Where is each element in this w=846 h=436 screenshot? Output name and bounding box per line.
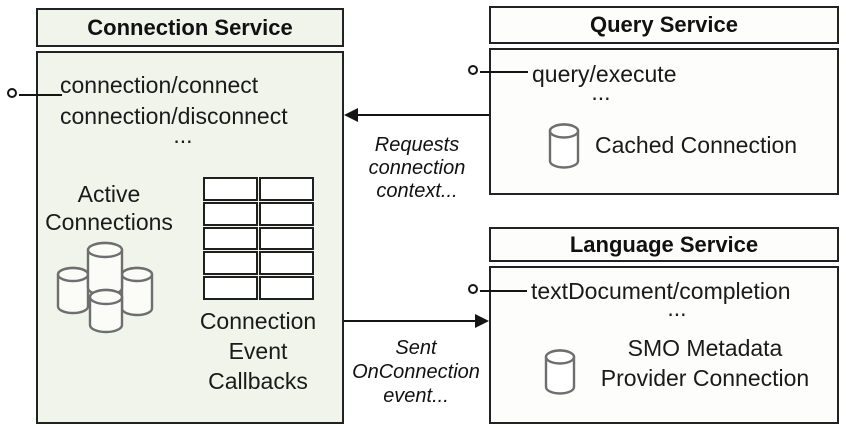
- table-grid-icon: [203, 177, 314, 300]
- connection-service-ellipsis: ...: [173, 122, 193, 148]
- table-grid-cell: [259, 276, 314, 300]
- lollipop-interface-icon: [7, 88, 17, 98]
- method-connection-disconnect: connection/disconnect: [60, 103, 288, 129]
- callbacks-label-line: Event: [228, 338, 288, 364]
- connection-service-title: Connection Service: [87, 14, 293, 40]
- requests-arrowhead-icon: [344, 108, 358, 122]
- query-service-body: [489, 48, 839, 195]
- sent-label-line: Sent: [395, 337, 437, 359]
- requests-label-line: context...: [376, 180, 458, 202]
- lollipop-interface-icon: [468, 284, 478, 294]
- active-connections-line: Active: [77, 181, 141, 207]
- table-grid-cell: [203, 177, 258, 201]
- active-connections-line: Connections: [45, 209, 173, 235]
- connection-interface-line: [19, 94, 62, 96]
- requests-arrow-line: [356, 114, 489, 116]
- method-query-execute: query/execute: [532, 61, 677, 87]
- callbacks-label-line: Callbacks: [208, 368, 308, 394]
- requests-label-line: connection: [368, 157, 466, 179]
- connection-service-header: Connection Service: [36, 8, 344, 47]
- sent-label-line: event...: [383, 385, 449, 407]
- cached-connection-label: Cached Connection: [595, 132, 798, 158]
- requests-label-line: Requests: [374, 134, 460, 156]
- language-service-title: Language Service: [569, 231, 759, 257]
- language-service-body: [489, 266, 839, 424]
- method-textdocument-completion: textDocument/completion: [531, 278, 791, 304]
- method-connection-connect: connection/connect: [60, 72, 259, 98]
- database-cylinder-icon: [548, 123, 580, 169]
- sent-arrow-label: Sent OnConnection event...: [352, 336, 480, 408]
- table-grid-cell: [203, 276, 258, 300]
- requests-arrow-label: Requests connection context...: [352, 134, 482, 203]
- language-interface-line: [480, 290, 527, 292]
- query-service-title: Query Service: [590, 12, 738, 37]
- active-connections-label: Active Connections: [28, 180, 190, 236]
- table-grid-cell: [259, 226, 314, 251]
- smo-label-line: Provider Connection: [600, 365, 810, 391]
- smo-label-line: SMO Metadata: [627, 335, 783, 361]
- table-grid-cell: [259, 177, 314, 201]
- lollipop-interface-icon: [468, 65, 478, 75]
- query-interface-line: [480, 71, 528, 73]
- sent-arrow-line: [344, 320, 475, 322]
- smo-metadata-provider-label: SMO Metadata Provider Connection: [585, 333, 825, 393]
- sent-arrowhead-icon: [475, 314, 489, 328]
- query-service-header: Query Service: [489, 6, 839, 44]
- language-service-ellipsis: ...: [667, 295, 687, 321]
- table-grid-cell: [259, 251, 314, 276]
- table-grid-cell: [203, 226, 258, 251]
- table-grid-cell: [203, 251, 258, 276]
- connection-service-methods: connection/connect connection/disconnect: [60, 70, 288, 132]
- table-grid-cell: [203, 201, 258, 226]
- connection-event-callbacks-label: Connection Event Callbacks: [178, 306, 338, 396]
- table-grid-cell: [259, 201, 314, 226]
- database-cluster-icon: [56, 241, 154, 334]
- database-cylinder-icon: [544, 349, 576, 395]
- language-service-header: Language Service: [489, 227, 839, 262]
- callbacks-label-line: Connection: [199, 308, 317, 334]
- sent-label-line: OnConnection: [352, 361, 480, 383]
- query-service-ellipsis: ...: [591, 79, 611, 105]
